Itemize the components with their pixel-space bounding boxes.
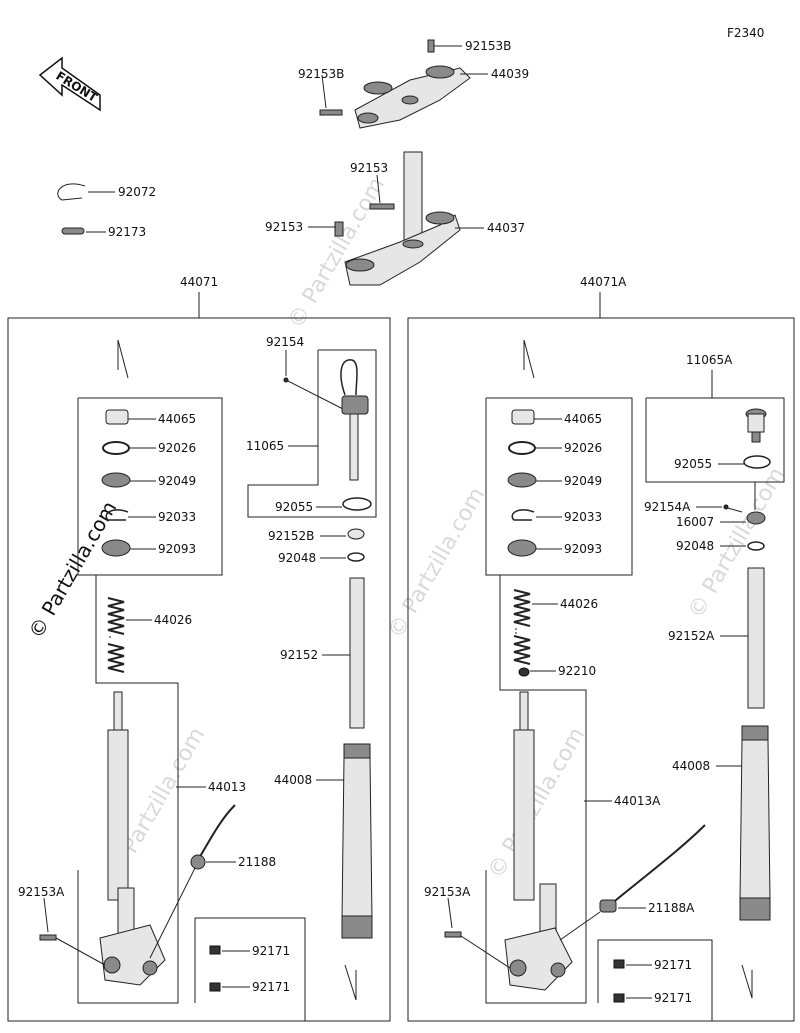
bolt-92153A-left [39, 934, 57, 941]
cap-44065-right [511, 409, 535, 425]
cartridge-11065 [340, 359, 369, 481]
label-44026-right: 44026 [560, 597, 598, 611]
label-92152B: 92152B [268, 529, 314, 543]
spring-44026 [107, 597, 125, 673]
stem-bracket-44037 [344, 151, 461, 286]
label-92210: 92210 [558, 664, 596, 678]
bolt-92153A-right [444, 931, 462, 938]
label-44008-right: 44008 [672, 759, 710, 773]
outer-tube-44008-left [341, 743, 373, 939]
label-92048-right: 92048 [676, 539, 714, 553]
label-92072: 92072 [118, 185, 156, 199]
label-92093-left: 92093 [158, 542, 196, 556]
label-92153B-top: 92153B [465, 39, 511, 53]
label-92171-right-a: 92171 [654, 958, 692, 972]
label-92152A: 92152A [668, 629, 715, 643]
label-11065A: 11065A [686, 353, 733, 367]
sensor-21188 [190, 804, 236, 870]
oring-92048-right [747, 541, 765, 551]
label-92049-left: 92049 [158, 474, 196, 488]
label-92153-a: 92153 [350, 161, 388, 175]
left-assembly: 44065 92026 92049 92033 92093 44026 [7, 317, 391, 1022]
bolt-92154A [723, 504, 729, 510]
oring-92055-left [342, 497, 372, 511]
label-21188-left: 21188 [238, 855, 276, 869]
clip-92033-right [511, 509, 535, 521]
figure-code: F2340 [727, 26, 764, 40]
bolt-92153B-left [319, 109, 343, 116]
oring-92055-right [743, 455, 771, 469]
seal-92093 [101, 539, 131, 557]
label-44037: 44037 [487, 221, 525, 235]
bolt-92154 [283, 377, 289, 383]
right-assembly: 44065 92026 92049 92033 92093 44026 9221… [407, 317, 795, 1022]
cap-44065 [105, 409, 129, 425]
oring-92048-left [347, 552, 365, 562]
label-92171-right-b: 92171 [654, 991, 692, 1005]
seal-92049-right [507, 472, 537, 488]
label-92154A: 92154A [644, 500, 691, 514]
label-11065: 11065 [246, 439, 284, 453]
sensor-21188A [599, 824, 706, 913]
watermark-text: © Partzilla.com [484, 723, 591, 883]
washer-92152B [347, 528, 365, 540]
label-92153A-right: 92153A [424, 885, 471, 899]
seal-92049 [101, 472, 131, 488]
bolt-92153-a [369, 203, 395, 210]
nut-92171-right-b [613, 993, 625, 1003]
label-92055-right: 92055 [674, 457, 712, 471]
adjuster-16007 [746, 511, 766, 525]
tube-92152A [747, 567, 765, 709]
label-92033-right: 92033 [564, 510, 602, 524]
pin-92173 [61, 227, 85, 235]
label-92173: 92173 [108, 225, 146, 239]
nut-92171-a [209, 945, 221, 955]
label-92153A-left: 92153A [18, 885, 65, 899]
label-92049-right: 92049 [564, 474, 602, 488]
label-92153B-left: 92153B [298, 67, 344, 81]
label-21188A: 21188A [648, 901, 695, 915]
seal-92093-right [507, 539, 537, 557]
label-92171-left-b: 92171 [252, 980, 290, 994]
upper-bracket-44039 [354, 65, 471, 129]
watermark-text: © Partzilla.com [384, 483, 491, 643]
label-16007: 16007 [676, 515, 714, 529]
label-44065-left: 44065 [158, 412, 196, 426]
nut-92171-b [209, 982, 221, 992]
label-92026-left: 92026 [158, 441, 196, 455]
label-44008-left: 44008 [274, 773, 312, 787]
label-92153-b: 92153 [265, 220, 303, 234]
label-44071A: 44071A [580, 275, 627, 289]
label-92171-left-a: 92171 [252, 944, 290, 958]
cap-11065A [745, 408, 767, 443]
label-92026-right: 92026 [564, 441, 602, 455]
label-92055-left: 92055 [275, 500, 313, 514]
nut-92210 [518, 667, 530, 677]
label-92152: 92152 [280, 648, 318, 662]
label-92048-left: 92048 [278, 551, 316, 565]
label-92154: 92154 [266, 335, 304, 349]
nut-92171-right-a [613, 959, 625, 969]
front-arrow-icon: FRONT [38, 56, 101, 112]
bolt-92153-b [334, 221, 344, 237]
clip-92033 [105, 509, 129, 521]
damper-44013 [99, 691, 166, 986]
tube-92152 [349, 577, 365, 729]
label-92093-right: 92093 [564, 542, 602, 556]
label-44065-right: 44065 [564, 412, 602, 426]
oring-92026 [102, 441, 130, 455]
label-44071: 44071 [180, 275, 218, 289]
label-44039: 44039 [491, 67, 529, 81]
damper-44013A [504, 691, 573, 991]
outer-tube-44008-right [739, 725, 771, 921]
oring-92026-right [508, 441, 536, 455]
bolt-92153B-top [427, 39, 435, 53]
label-44026-left: 44026 [154, 613, 192, 627]
circlip-92072 [57, 183, 86, 201]
label-92033-left: 92033 [158, 510, 196, 524]
label-44013-left: 44013 [208, 780, 246, 794]
label-44013A: 44013A [614, 794, 661, 808]
spring-44026-right [513, 589, 531, 665]
